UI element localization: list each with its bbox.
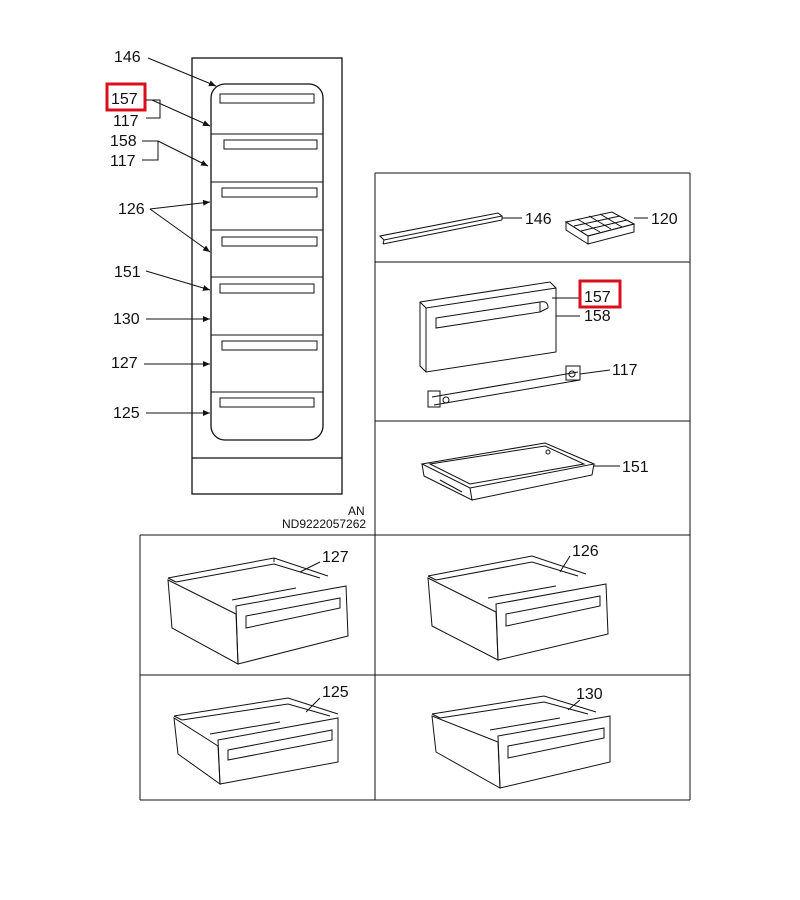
label-157-highlighted: 157 [584, 289, 611, 306]
door-handle-slot [219, 397, 315, 408]
label-126: 126 [572, 543, 599, 560]
door-handle-slot [219, 283, 315, 294]
label-130: 130 [576, 686, 603, 703]
hinge-rail-117 [427, 365, 581, 408]
label-151: 151 [114, 264, 141, 281]
door-handle-slot [221, 236, 318, 247]
label-117: 117 [612, 362, 638, 379]
label-146: 146 [525, 211, 552, 228]
label-125: 125 [113, 405, 140, 422]
label-130: 130 [113, 311, 140, 328]
freezer-cabinet-overview [191, 57, 343, 495]
label-127: 127 [111, 355, 138, 372]
panel-strip-and-ice-tray: 146 120 [378, 211, 678, 245]
label-146: 146 [114, 49, 141, 66]
door-handle-slot [221, 340, 318, 351]
panel-drawer-126: 126 [427, 543, 609, 661]
doc-code-number: ND9222057262 [282, 517, 366, 531]
panel-door-front: 157 158 117 [419, 279, 638, 408]
label-126: 126 [118, 201, 145, 218]
label-120: 120 [651, 211, 678, 228]
drawer-127 [167, 557, 349, 665]
door-handle-slot [219, 93, 315, 104]
leader-lines [142, 57, 217, 416]
panel-drawer-130: 130 [431, 686, 611, 789]
ice-cube-tray-120 [564, 211, 636, 245]
freezer-tray-151 [420, 442, 596, 501]
label-117: 117 [110, 153, 136, 170]
drawer-130 [431, 695, 611, 789]
doc-code-an: AN [348, 504, 365, 518]
parts-grid [139, 172, 691, 801]
label-158: 158 [110, 133, 137, 150]
highlight-box-157 [578, 279, 622, 309]
trim-strip-146 [378, 212, 504, 245]
label-157-highlighted: 157 [111, 91, 138, 108]
highlight-box-157 [105, 82, 147, 112]
drawer-126 [427, 555, 609, 661]
label-117: 117 [113, 113, 139, 130]
label-127: 127 [322, 549, 349, 566]
panel-drawer-127: 127 [167, 549, 349, 665]
label-158: 158 [584, 308, 611, 325]
label-151: 151 [622, 459, 649, 476]
door-handle-slot [221, 187, 318, 198]
panel-drawer-125: 125 [173, 684, 349, 786]
door-handle-slot [223, 139, 318, 150]
panel-tray: 151 [420, 442, 649, 501]
drawer-front-157 [419, 281, 557, 373]
drawer-125 [173, 697, 339, 786]
label-125: 125 [322, 684, 349, 701]
